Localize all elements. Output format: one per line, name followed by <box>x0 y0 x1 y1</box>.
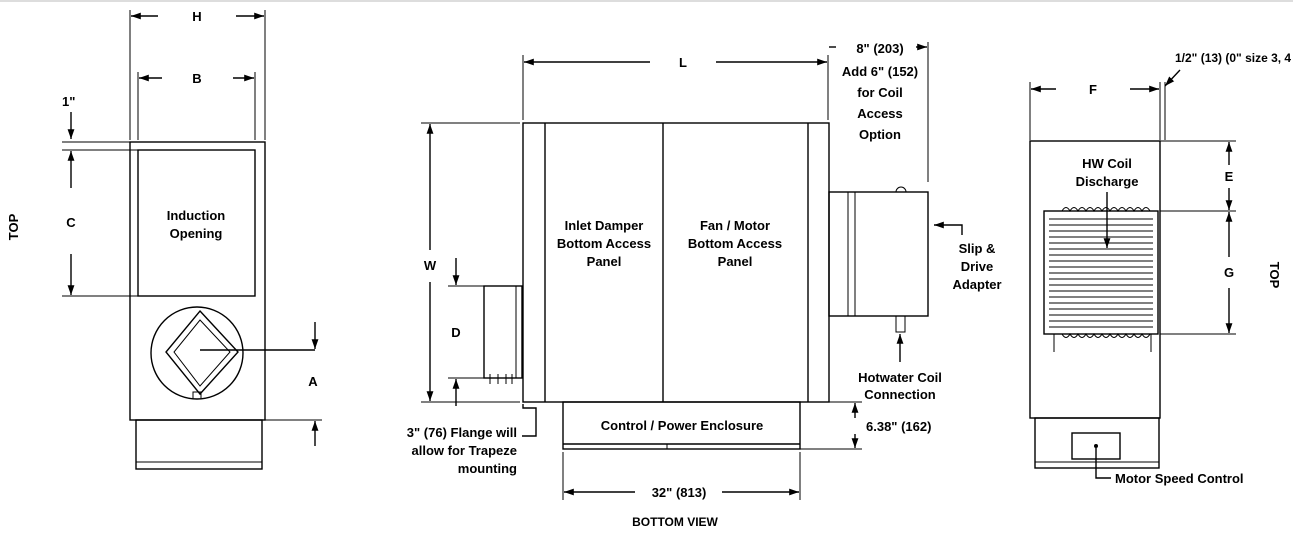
dim-half-label: 1/2" (13) (0" size 3, 4 & 7) <box>1175 51 1293 65</box>
flange-label-1: 3" (76) Flange will <box>407 425 517 440</box>
induction-label-1: Induction <box>167 208 226 223</box>
dim-b-label: B <box>192 71 201 86</box>
damper-blade-inner <box>173 319 231 387</box>
inlet-panel-1: Inlet Damper <box>565 218 644 233</box>
flange-label-2: allow for Trapeze <box>412 443 517 458</box>
main-unit-body <box>522 122 830 403</box>
dim-g-label: G <box>1224 265 1234 280</box>
right-top-label: TOP <box>1267 262 1282 289</box>
hw-coil-label-2: Discharge <box>1076 174 1139 189</box>
coil-access-1: 8" (203) <box>856 41 903 56</box>
motor-speed-label: Motor Speed Control <box>1115 471 1244 486</box>
inlet-panel-3: Panel <box>587 254 622 269</box>
hw-coil-label-1: HW Coil <box>1082 156 1132 171</box>
fan-panel-3: Panel <box>718 254 753 269</box>
inlet-panel-2: Bottom Access <box>557 236 651 251</box>
slip-label-3: Adapter <box>952 277 1001 292</box>
coil-access-4: Access <box>857 106 903 121</box>
dim-d-label: D <box>451 325 460 340</box>
slip-label-1: Slip & <box>959 241 996 256</box>
fan-panel-2: Bottom Access <box>688 236 782 251</box>
induction-opening <box>137 149 256 297</box>
right-end-view: 1/2" (13) (0" size 3, 4 & 7) F HW Coil D… <box>1029 51 1293 486</box>
dim-w-label: W <box>424 258 437 273</box>
hotwater-label-2: Connection <box>864 387 936 402</box>
hotwater-label-1: Hotwater Coil <box>858 370 942 385</box>
coil-access-5: Option <box>859 127 901 142</box>
hw-coil <box>1043 207 1159 338</box>
bottom-view-caption: BOTTOM VIEW <box>632 515 718 529</box>
bottom-view: L 8" (203) Add 6" (152) for Coil Access … <box>407 41 1002 529</box>
fan-panel-1: Fan / Motor <box>700 218 770 233</box>
induction-label-2: Opening <box>170 226 223 241</box>
control-enclosure <box>562 401 801 450</box>
coil-access-3: for Coil <box>857 85 903 100</box>
dim-f-label: F <box>1089 82 1097 97</box>
dim-enclosure-height: 6.38" (162) <box>866 419 931 434</box>
dim-a-label: A <box>308 374 318 389</box>
coil-access-2: Add 6" (152) <box>842 64 918 79</box>
discharge-adapter <box>828 191 929 317</box>
left-top-label: TOP <box>6 213 21 240</box>
left-unit-body <box>129 141 266 421</box>
flange-label-3: mounting <box>458 461 517 476</box>
dim-e-label: E <box>1225 169 1234 184</box>
dim-1in-label: 1" <box>62 94 75 109</box>
inlet-collar <box>483 285 523 379</box>
dim-c-label: C <box>66 215 76 230</box>
left-end-view: H B 1" C TOP Induction Opening <box>6 9 322 470</box>
dim-h-label: H <box>192 9 201 24</box>
dim-width-label: 32" (813) <box>652 485 707 500</box>
damper-blade-outer <box>165 309 239 396</box>
dim-l-label: L <box>679 55 687 70</box>
slip-label-2: Drive <box>961 259 994 274</box>
enclosure-label: Control / Power Enclosure <box>601 418 764 433</box>
